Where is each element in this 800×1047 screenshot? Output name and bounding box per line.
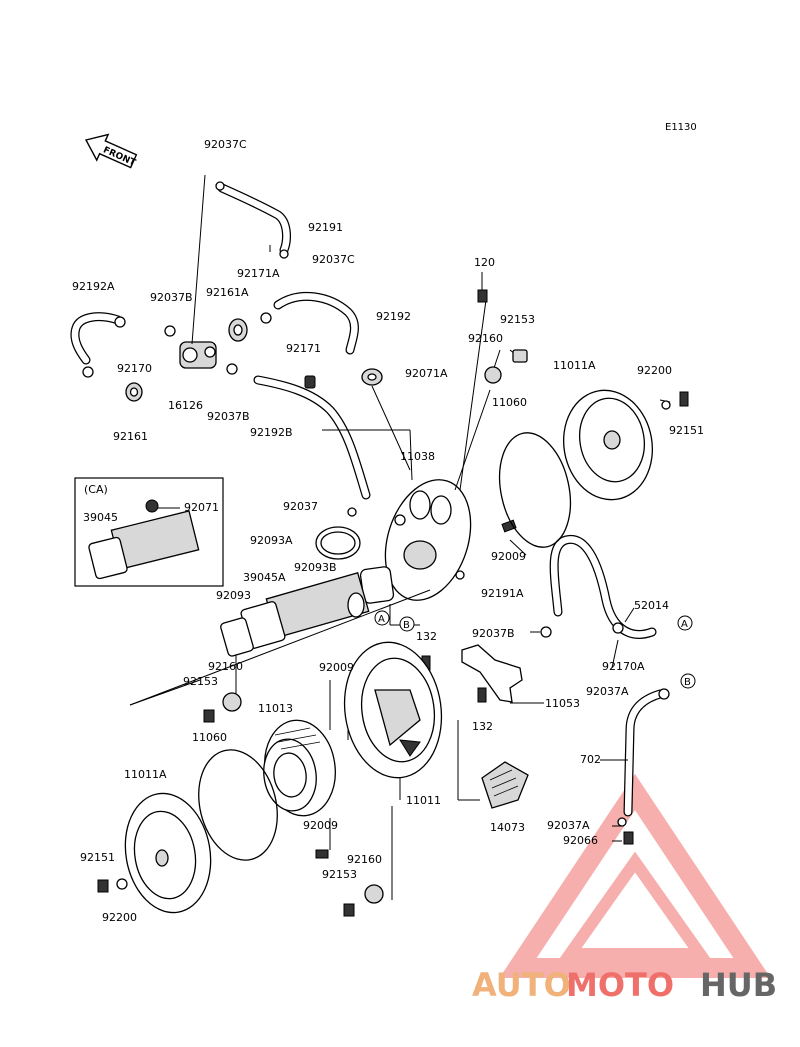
callout-92171a: 92171A [237,267,280,280]
callout-92160-left: 92160 [208,660,243,673]
grommet-92071a [361,368,383,386]
callout-92161: 92161 [113,430,148,443]
callout-labels: 92037C 92191 92037C 92171A 92192A 92037B… [72,138,704,924]
callout-52014: 52014 [634,599,669,612]
front-arrow-icon: FRONT [84,133,138,169]
o-ring-11060-top [498,432,572,548]
valve-16126 [179,341,217,369]
connector-b-left: B [403,620,410,631]
callout-11011a-bottom: 11011A [124,768,167,781]
callout-92153-bottom: 92153 [322,868,357,881]
bracket-11053 [461,644,523,703]
connectors [374,610,696,689]
gasket-92093a [315,526,361,560]
callout-92066: 92066 [563,834,598,847]
callout-92151-top: 92151 [669,424,704,437]
callout-39045a: 39045A [243,571,286,584]
callout-92160-bottom: 92160 [347,853,382,866]
leader-lines [129,174,671,900]
connector-a-right: A [681,619,688,630]
callout-92093b: 92093B [294,561,337,574]
watermark-logo-icon [499,773,771,978]
canister-39045a [240,572,370,649]
callout-11011a-top: 11011A [553,359,596,372]
connector-a-left: A [378,614,385,625]
callout-92009-center: 92009 [319,661,354,674]
callout-92200-bottom: 92200 [102,911,137,924]
callout-92093a: 92093A [250,534,293,547]
callout-92071a: 92071A [405,367,448,380]
grommet-92161 [125,382,143,402]
callout-132-bottom: 132 [472,720,493,733]
callout-11060-top: 11060 [492,396,527,409]
watermark-hub: HUB [700,966,777,1004]
clamps [82,181,670,827]
callout-92191a: 92191A [481,587,524,600]
callout-92192a: 92192A [72,280,115,293]
watermark-auto: AUTO [472,966,571,1004]
filter-element-11013 [263,719,336,817]
callout-14073: 14073 [490,821,525,834]
housing-11011 [343,641,443,779]
callout-11053: 11053 [545,697,580,710]
callout-92170: 92170 [117,362,152,375]
callout-92037a-bottom: 92037A [547,819,590,832]
callout-92191: 92191 [308,221,343,234]
backing-plate-11038 [384,479,472,601]
callout-92037c-mid: 92037C [312,253,355,266]
callout-92161a: 92161A [206,286,249,299]
clip-92171 [304,375,316,389]
grommet-92161a [228,318,248,342]
callout-92037b-mid: 92037B [207,410,250,423]
callout-92093: 92093 [216,589,251,602]
callout-92151-bottom: 92151 [80,851,115,864]
watermark-text: AUTO MOTO HUB [472,966,777,1004]
callout-92153-left: 92153 [183,675,218,688]
callout-92037a-top: 92037A [586,685,629,698]
callout-11011: 11011 [406,794,441,807]
cover-11011a-bottom [124,792,212,914]
callout-11013: 11013 [258,702,293,715]
callout-92037c-top: 92037C [204,138,247,151]
diagram-code: E1130 [665,122,697,133]
watermark-moto: MOTO [566,966,674,1004]
callout-92037b-left: 92037B [150,291,193,304]
fasteners [97,289,689,917]
connector-b-right: B [684,677,691,688]
callout-132-top: 132 [416,630,437,643]
ca-label: (CA) [84,483,108,496]
callout-16126: 16126 [168,399,203,412]
callout-92037b-right: 92037B [472,627,515,640]
callout-92192b: 92192B [250,426,293,439]
breather-hoses [70,183,665,817]
callout-120: 120 [474,256,495,269]
callout-92170a: 92170A [602,660,645,673]
callout-39045: 39045 [83,511,118,524]
callout-92071: 92071 [184,501,219,514]
cover-11011a-top [562,389,654,501]
callout-92160-top: 92160 [468,332,503,345]
callout-702: 702 [580,753,601,766]
ca-box [74,477,224,587]
callout-11060-bottom: 11060 [192,731,227,744]
callout-92153-top: 92153 [500,313,535,326]
callout-92192: 92192 [376,310,411,323]
grille-14073 [481,761,529,809]
callout-11038: 11038 [400,450,435,463]
callout-92037: 92037 [283,500,318,513]
callout-92009-bottom: 92009 [303,819,338,832]
gasket-92093 [220,617,254,657]
callout-92009-right: 92009 [491,550,526,563]
callout-92200-top: 92200 [637,364,672,377]
o-ring-11060-bottom [198,749,278,861]
callout-92171: 92171 [286,342,321,355]
